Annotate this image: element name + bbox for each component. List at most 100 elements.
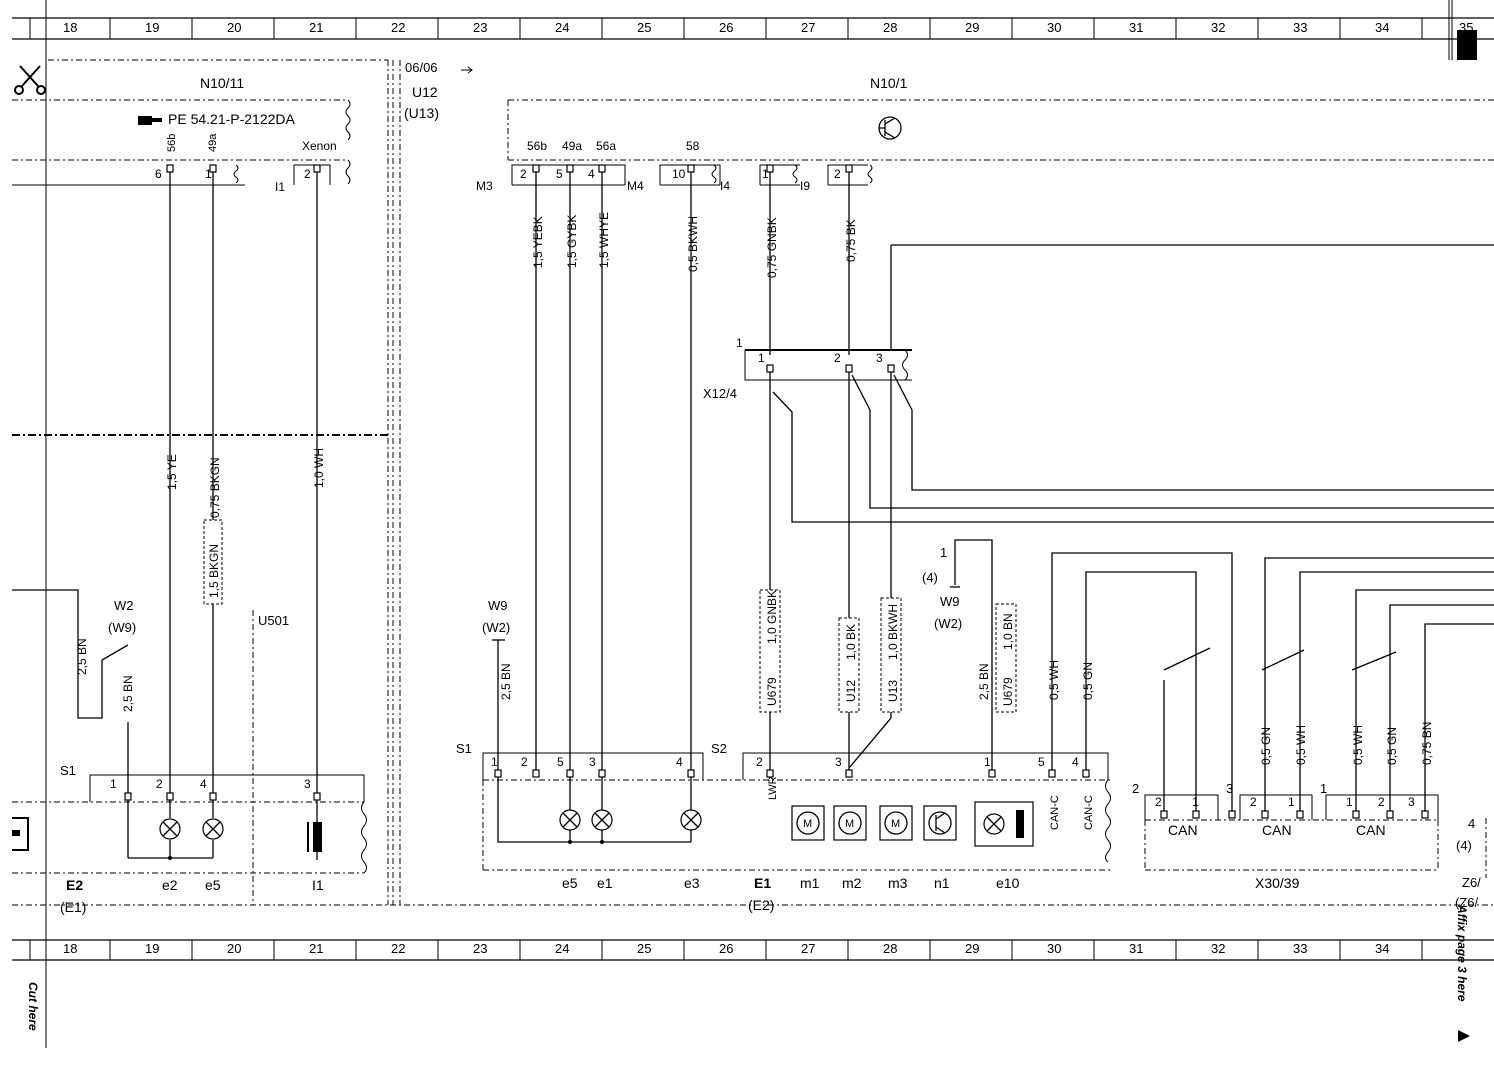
wire-label: 1,5 WHYE [597, 212, 611, 268]
component-label: (E1) [60, 899, 86, 915]
pin-number: 1 [736, 336, 743, 350]
transistor-icon [923, 805, 957, 841]
pin-function: CAN-C [1083, 795, 1095, 830]
pin-number: 10 [672, 167, 686, 181]
pin-number: 2 [520, 167, 527, 181]
connector-x12-4: 1 1 2 3 X12/4 [703, 336, 912, 401]
wire-label: U679 [765, 677, 779, 706]
pin-number: (4) [1456, 838, 1472, 853]
ground-label: (W9) [108, 620, 136, 635]
col-label: 31 [1129, 20, 1143, 35]
connector-label: M4 [627, 179, 644, 193]
component-label: e5 [205, 877, 221, 893]
pin-label: Xenon [302, 139, 337, 153]
pin-label: 56a [596, 139, 616, 153]
component-label: I1 [312, 877, 324, 893]
pin-number: 1 [1288, 795, 1295, 809]
component-label: e10 [996, 875, 1020, 891]
component-label: m1 [800, 875, 820, 891]
col-label: 34 [1375, 20, 1389, 35]
pin-number: 1 [1192, 795, 1199, 809]
ground-label: 1 [940, 545, 947, 560]
ground-label: (4) [922, 570, 938, 585]
page-ref: 06/06 [405, 60, 438, 75]
col-label: 21 [309, 20, 323, 35]
affix-arrow-icon [1458, 1030, 1470, 1042]
pin-number: 4 [1072, 755, 1079, 769]
ground-label: (W2) [934, 616, 962, 631]
pin-number: 6 [155, 167, 162, 181]
col-label: 28 [883, 941, 897, 956]
wire-label: 0,5 WH [1047, 660, 1061, 700]
arrow-right-icon [461, 66, 473, 74]
pin-number: 4 [588, 167, 595, 181]
can-label: CAN [1262, 822, 1292, 838]
col-label: 25 [637, 941, 651, 956]
pin-number: 5 [557, 755, 564, 769]
pin-label: 49a [562, 139, 582, 153]
col-label: 26 [719, 20, 733, 35]
pin-number: 1 [762, 167, 769, 181]
col-label: 19 [145, 20, 159, 35]
module-label: N10/11 [200, 75, 244, 91]
col-label: 18 [63, 941, 77, 956]
pin-function: LWR [767, 776, 779, 800]
pin-number: 2 [834, 167, 841, 181]
ground-label: W9 [488, 598, 508, 613]
ignition-coil-icon [307, 800, 322, 860]
page-marker-block [1457, 30, 1477, 60]
wire-label: U679 [1001, 677, 1015, 706]
component-label: n1 [934, 875, 950, 891]
wire-label: 0,75 BN [1420, 722, 1434, 765]
col-label: 29 [965, 20, 979, 35]
wire-label: 0,5 GN [1385, 727, 1399, 765]
col-label: 23 [473, 941, 487, 956]
component-label: (Z6/ [1455, 895, 1479, 910]
col-label: 23 [473, 20, 487, 35]
pin-number: I1 [275, 180, 285, 194]
wire-label: 0,5 WH [1294, 725, 1308, 765]
pin-number: 3 [304, 777, 311, 791]
col-label: 29 [965, 941, 979, 956]
pin-number: 3 [835, 755, 842, 769]
connector-label: S2 [711, 741, 727, 756]
motor-icon: M [833, 805, 867, 841]
col-label: 26 [719, 941, 733, 956]
wire-label: 1,0 BN [1001, 613, 1015, 650]
component-label: e2 [162, 877, 178, 893]
col-label: 18 [63, 20, 77, 35]
component-label: E2 [66, 877, 83, 893]
cut-here-label: Cut here [26, 982, 40, 1031]
ref-code: PE 54.21-P-2122DA [168, 111, 296, 127]
wire-label: U12 [844, 680, 858, 702]
top-grid-strip: 18 19 20 21 22 23 24 25 26 27 28 29 30 3… [12, 17, 1494, 40]
wire-label: 0,5 GN [1081, 662, 1095, 700]
col-label: 22 [391, 941, 405, 956]
col-label: 24 [555, 20, 569, 35]
reference-hand-icon [138, 116, 162, 125]
pin-number: 4 [1468, 816, 1475, 831]
pin-label: 58 [686, 139, 700, 153]
ground-label: W9 [940, 594, 960, 609]
pin-function: CAN-C [1049, 795, 1061, 830]
pin-number: 1 [205, 167, 212, 181]
pin-label: 49a [207, 133, 219, 152]
motor-icon: M [879, 805, 913, 841]
wire-label: 2,5 BN [121, 675, 135, 712]
svg-text:M: M [845, 818, 854, 830]
transistor-icon [878, 116, 902, 140]
module-label: N10/1 [870, 75, 908, 91]
connector-label: X30/39 [1255, 875, 1300, 891]
pin-number: 1 [1320, 781, 1327, 796]
pin-number: 1 [491, 755, 498, 769]
col-label: 34 [1375, 941, 1389, 956]
pin-number: 2 [304, 167, 311, 181]
component-label: e1 [597, 875, 613, 891]
component-label: m2 [842, 875, 862, 891]
bulb-icon [202, 818, 224, 840]
bulb-icon [591, 809, 613, 831]
pin-number: 4 [200, 777, 207, 791]
wire-label: 0,75 BK [844, 219, 858, 262]
pin-number: 2 [1378, 795, 1385, 809]
wire-label: 1,5 BKGN [207, 544, 221, 598]
